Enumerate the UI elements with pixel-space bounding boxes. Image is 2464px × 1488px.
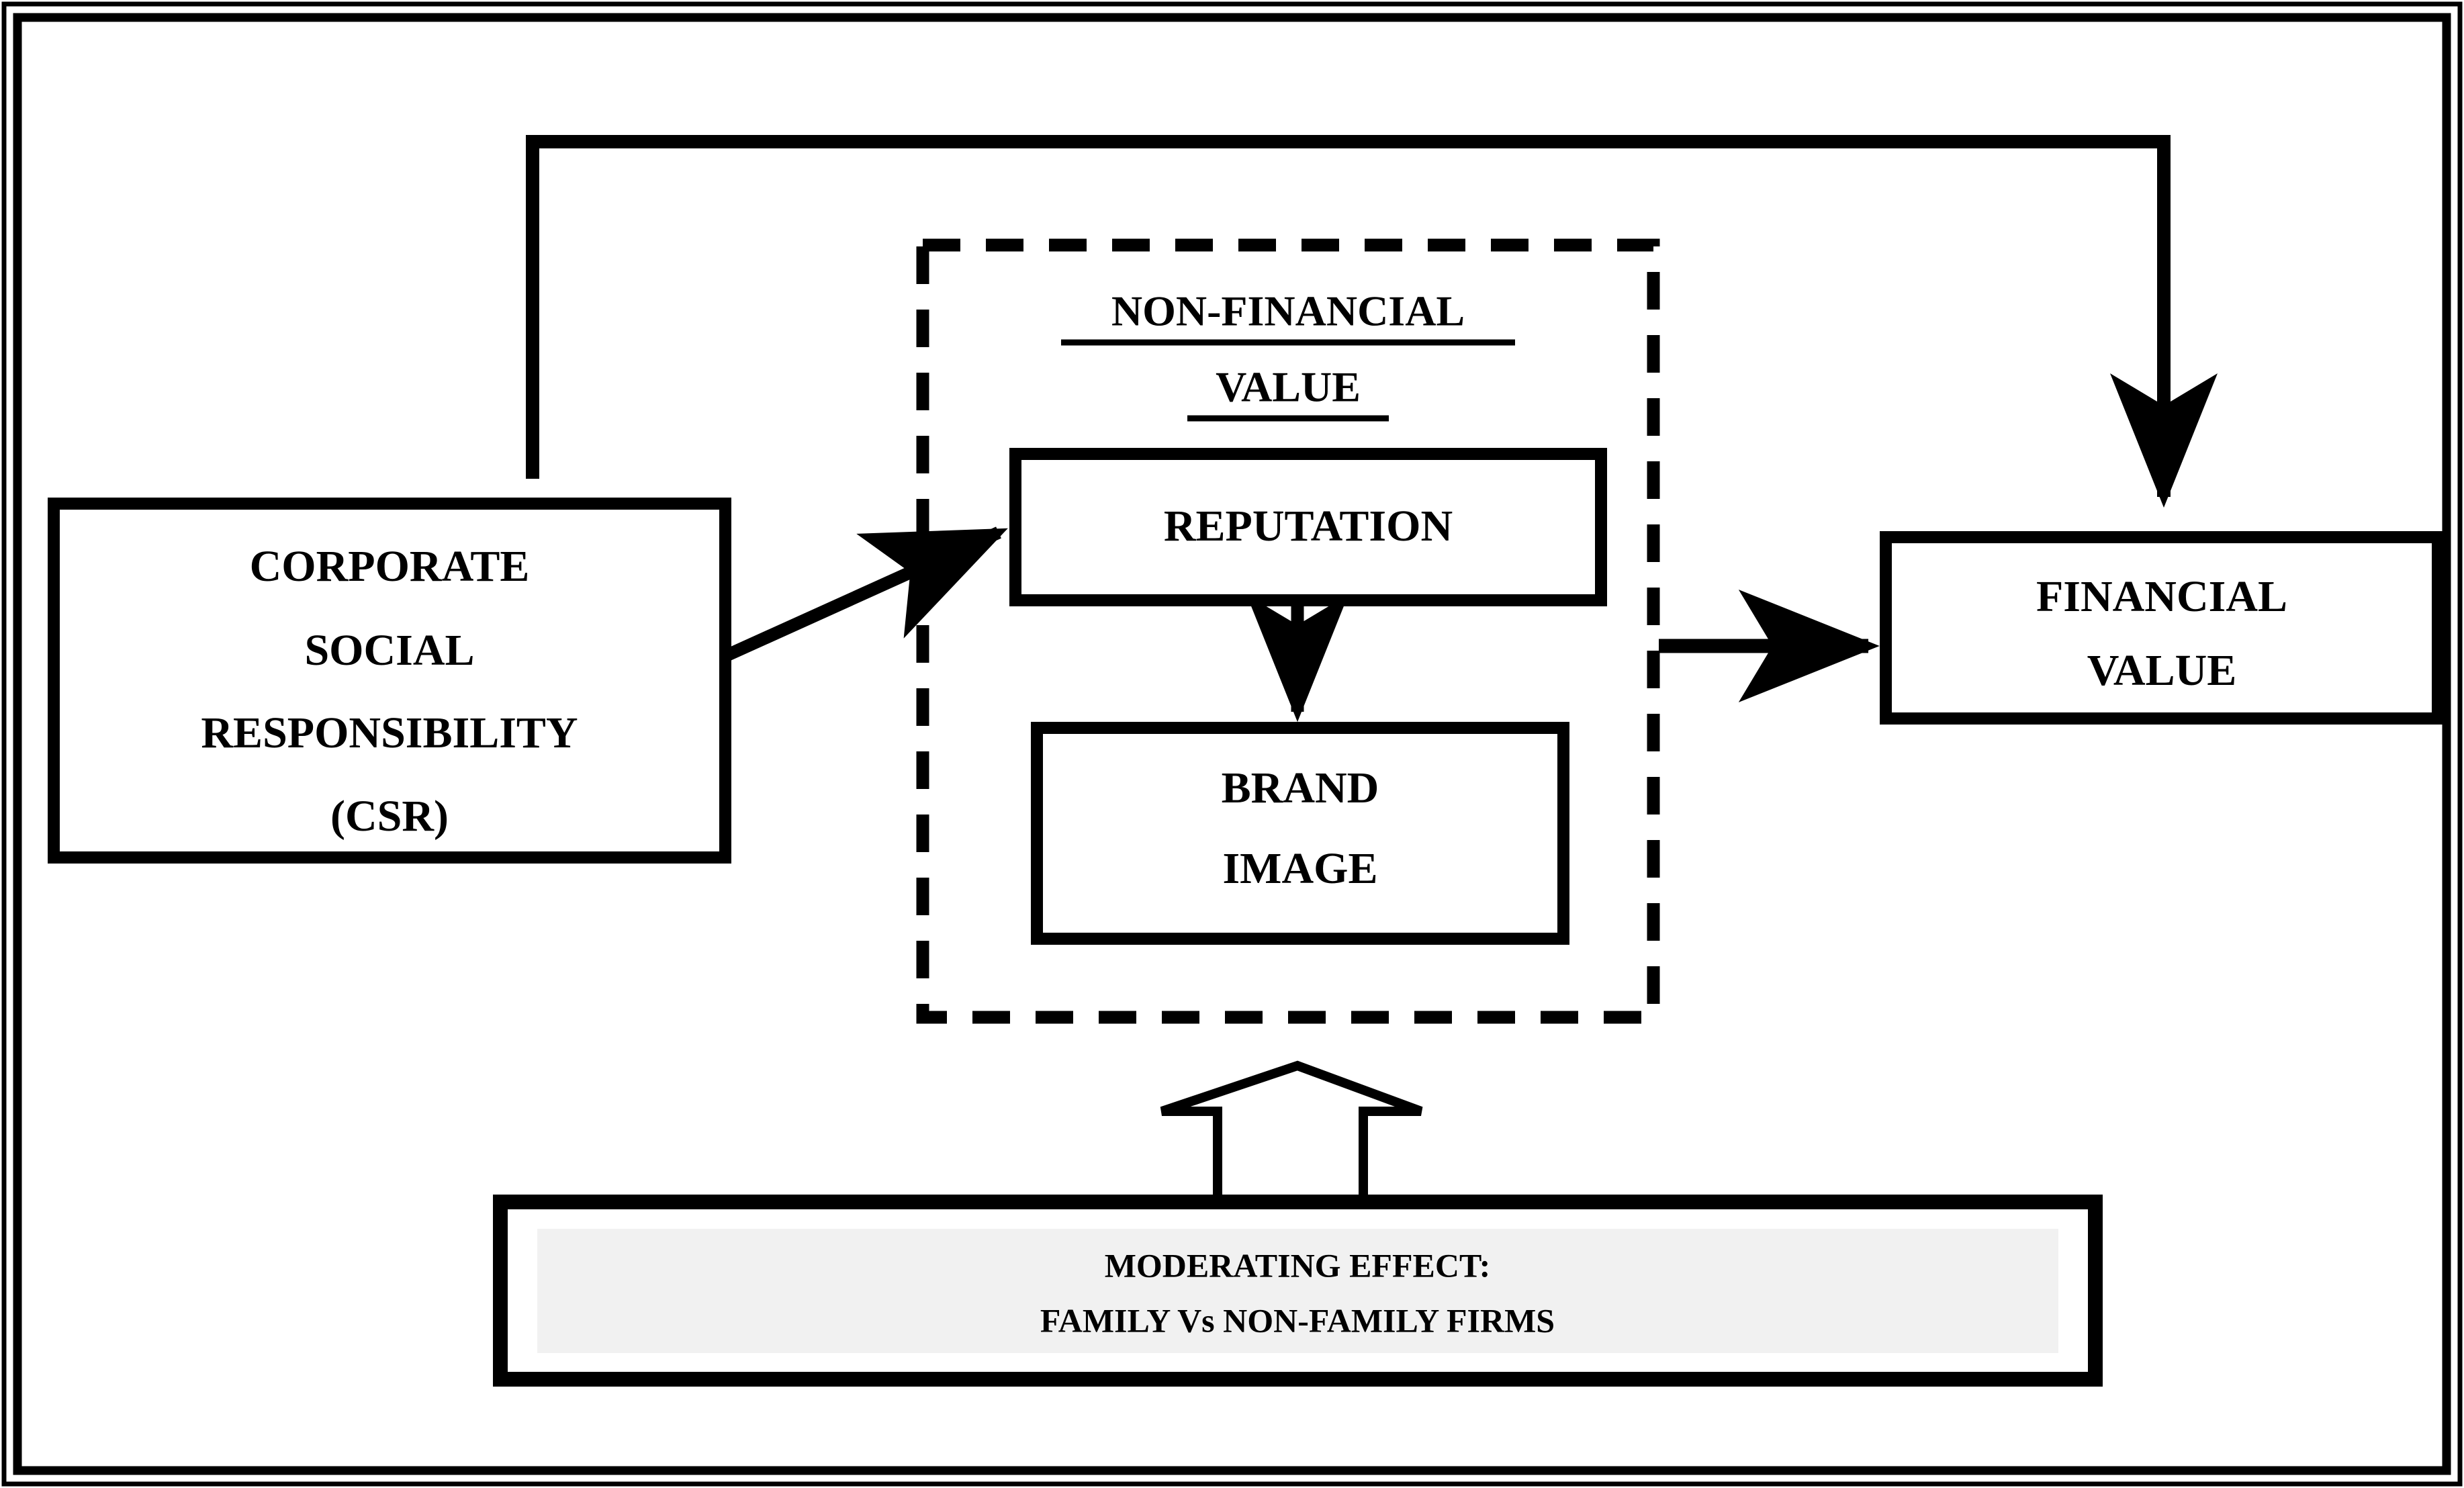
brand-image-line-2: IMAGE: [1223, 844, 1378, 893]
csr-line-2: SOCIAL: [304, 626, 474, 675]
node-corporate-social-responsibility[interactable]: CORPORATE SOCIAL RESPONSIBILITY (CSR): [48, 498, 731, 864]
node-reputation[interactable]: REPUTATION: [1009, 448, 1607, 606]
csr-line-4: (CSR): [330, 792, 449, 841]
reputation-label: REPUTATION: [1164, 502, 1453, 551]
edge-moderator-to-non-financial-value: [1160, 1060, 1423, 1207]
moderating-effect-line-2: FAMILY Vs NON-FAMILY FIRMS: [1040, 1301, 1555, 1339]
node-moderating-effect[interactable]: MODERATING EFFECT: FAMILY Vs NON-FAMILY …: [493, 1195, 2103, 1387]
node-financial-value[interactable]: FINANCIAL VALUE: [1880, 531, 2444, 725]
csr-line-3: RESPONSIBILITY: [201, 708, 578, 757]
non-financial-value-line-2: VALUE: [1216, 363, 1361, 411]
moderating-effect-line-1: MODERATING EFFECT:: [1105, 1246, 1491, 1284]
financial-value-line-2: VALUE: [2087, 646, 2237, 695]
non-financial-value-line-1: NON-FINANCIAL: [1111, 287, 1465, 335]
financial-value-line-1: FINANCIAL: [2036, 572, 2287, 621]
brand-image-line-1: BRAND: [1222, 763, 1379, 812]
edge-csr-to-financial-value: [526, 135, 2218, 508]
moderating-effect-panel: [537, 1229, 2058, 1353]
csr-line-1: CORPORATE: [250, 542, 530, 591]
node-brand-image[interactable]: BRAND IMAGE: [1031, 722, 1569, 945]
edge-csr-to-reputation: [723, 526, 1008, 662]
